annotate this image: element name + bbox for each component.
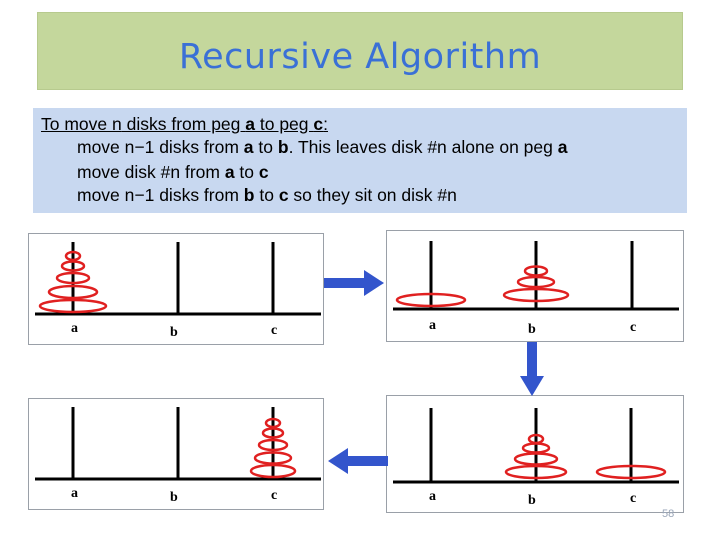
intro-prefix: To move <box>41 114 112 134</box>
step3-b: b <box>244 185 255 205</box>
step-2-line: move disk #n from a to c <box>77 161 269 183</box>
panel-initial-state: a b c <box>28 233 324 345</box>
step1-to: to <box>254 137 278 157</box>
step1-rest: . This leaves disk #n alone on peg <box>289 137 558 157</box>
step-3-line: move n−1 disks from b to c so they sit o… <box>77 184 457 206</box>
peg-label-a: a <box>71 321 78 336</box>
hanoi-diagram-final: a b c <box>29 399 325 511</box>
step3-c: c <box>279 185 289 205</box>
peg-label-b: b <box>528 493 536 508</box>
intro-peg-from: a <box>245 114 255 134</box>
step1-a: a <box>244 137 254 157</box>
arrow-down <box>518 342 546 398</box>
intro-peg-to: c <box>313 114 323 134</box>
peg-label-a: a <box>429 489 436 504</box>
peg-label-a: a <box>71 486 78 501</box>
peg-label-b: b <box>528 322 536 337</box>
panel-step-2: a b c <box>386 395 684 513</box>
step2-to: to <box>235 162 259 182</box>
panel-final-state: a b c <box>28 398 324 510</box>
step2-part1: move disk #n from <box>77 162 225 182</box>
algorithm-description: To move n disks from peg a to peg c: mov… <box>33 108 687 213</box>
peg-label-a: a <box>429 318 436 333</box>
step2-a: a <box>225 162 235 182</box>
peg-label-c: c <box>271 488 277 503</box>
arrow-right <box>324 268 386 298</box>
step3-part1: move n−1 disks from <box>77 185 244 205</box>
intro-line: To move n disks from peg a to peg c: <box>41 113 328 135</box>
peg-label-c: c <box>271 323 277 338</box>
step3-to: to <box>255 185 279 205</box>
step3-rest: so they sit on disk #n <box>289 185 457 205</box>
title-banner: Recursive Algorithm <box>37 12 683 90</box>
step1-b: b <box>278 137 289 157</box>
hanoi-diagram-step-1: a b c <box>387 231 685 343</box>
arrow-left <box>326 446 388 476</box>
hanoi-diagram-step-2: a b c <box>387 396 685 514</box>
step1-part1: move n−1 disks from <box>77 137 244 157</box>
peg-label-c: c <box>630 491 636 506</box>
intro-suffix: : <box>323 114 328 134</box>
intro-mid: disks from peg <box>122 114 246 134</box>
slide-title: Recursive Algorithm <box>38 37 682 77</box>
intro-to: to peg <box>255 114 313 134</box>
step-1-line: move n−1 disks from a to b. This leaves … <box>77 136 567 158</box>
step2-c: c <box>259 162 269 182</box>
hanoi-diagram-initial: a b c <box>29 234 325 346</box>
step1-a2: a <box>558 137 568 157</box>
peg-label-c: c <box>630 320 636 335</box>
peg-label-b: b <box>170 325 178 340</box>
peg-label-b: b <box>170 490 178 505</box>
panel-step-1: a b c <box>386 230 684 342</box>
intro-n: n <box>112 114 122 134</box>
page-number: 58 <box>662 508 674 520</box>
